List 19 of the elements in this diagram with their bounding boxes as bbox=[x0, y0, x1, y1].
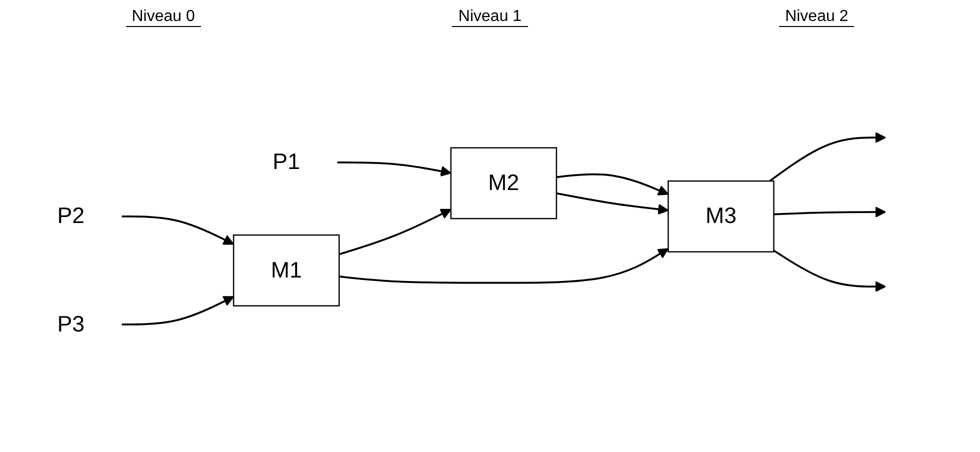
node-box: M1 bbox=[232, 234, 340, 306]
arrow bbox=[122, 215, 234, 244]
node-text: P1 bbox=[272, 148, 300, 174]
node-box: M3 bbox=[668, 180, 774, 252]
level-label: Niveau 0 bbox=[126, 8, 201, 26]
node-text: P2 bbox=[57, 202, 85, 228]
arrow bbox=[556, 172, 669, 196]
arrow bbox=[339, 248, 669, 284]
level-label: Niveau 2 bbox=[779, 8, 854, 26]
arrow bbox=[337, 161, 452, 176]
node-box: M2 bbox=[450, 146, 558, 219]
arrow bbox=[556, 192, 669, 214]
arrow bbox=[338, 208, 452, 255]
arrow bbox=[769, 132, 886, 182]
level-label: Niveau 1 bbox=[452, 8, 528, 26]
arrow bbox=[122, 296, 234, 325]
arrow bbox=[774, 206, 886, 218]
arrow bbox=[773, 249, 886, 292]
node-text: P3 bbox=[57, 311, 85, 336]
